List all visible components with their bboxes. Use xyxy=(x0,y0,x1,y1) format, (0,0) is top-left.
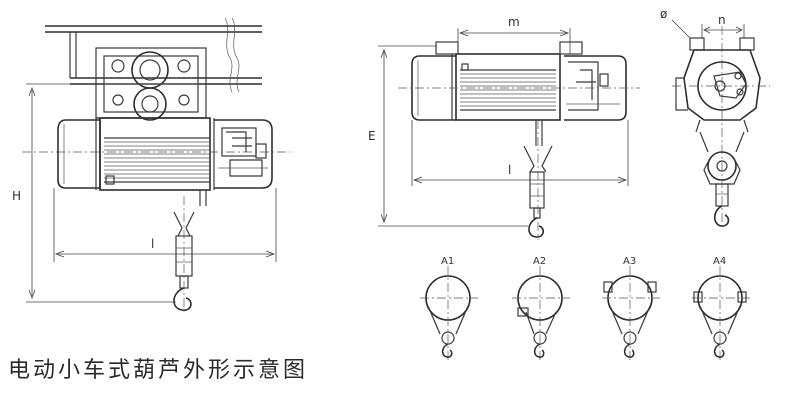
side-hoist-body xyxy=(411,41,627,121)
end-view-body xyxy=(675,37,761,133)
variant-a4: A4 xyxy=(692,256,750,360)
front-view: H l xyxy=(12,17,290,315)
hoist-body xyxy=(57,117,273,206)
dimension-diameter: ø xyxy=(660,7,691,39)
variant-a3: A3 xyxy=(602,256,660,360)
hook-block-side xyxy=(523,120,553,238)
rope-drum xyxy=(104,137,210,183)
dimension-label-diameter: ø xyxy=(660,7,667,21)
variant-a2: A2 xyxy=(512,256,570,360)
variant-label-a1: A1 xyxy=(441,256,454,267)
dimension-h: H xyxy=(12,83,176,303)
variant-label-a4: A4 xyxy=(713,256,726,267)
variant-a1: A1 xyxy=(420,256,478,360)
end-view: n ø xyxy=(660,7,770,230)
trolley-beam xyxy=(45,17,262,93)
dimension-label-m: m xyxy=(508,15,520,29)
trolley-frame xyxy=(95,47,207,121)
diagram-caption: 电动小车式葫芦外形示意图 xyxy=(8,358,309,383)
dimension-label-n: n xyxy=(718,13,726,27)
dimension-l-front: l xyxy=(53,188,277,262)
dimension-label-l-side: l xyxy=(508,163,511,177)
dimension-label-l-front: l xyxy=(151,237,154,251)
dimension-m: m xyxy=(457,15,571,54)
dimension-label-h: H xyxy=(12,189,21,203)
dimension-e: E xyxy=(368,45,528,227)
dimension-l-side: l xyxy=(411,120,629,186)
dimension-label-e: E xyxy=(368,129,376,143)
variant-label-a2: A2 xyxy=(533,256,546,267)
variant-label-a3: A3 xyxy=(623,256,636,267)
dimension-n: n xyxy=(701,13,745,38)
side-view: m E l xyxy=(368,15,640,240)
